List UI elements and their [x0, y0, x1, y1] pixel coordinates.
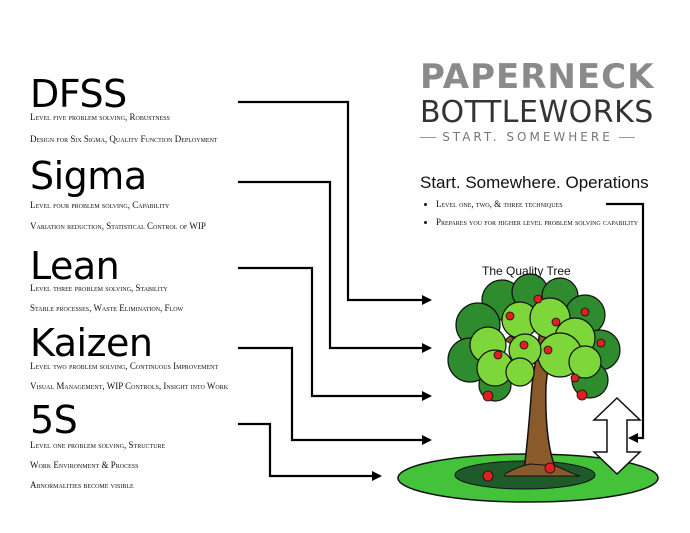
arrow-5s [238, 422, 382, 481]
level-title: 5S [30, 398, 78, 442]
level-desc-1: Level five problem solving, Robustness [30, 112, 170, 122]
level-title: Sigma [30, 154, 147, 198]
level-desc-1: Level four problem solving, Capability [30, 200, 170, 210]
arrow-operations [606, 202, 645, 443]
arrow-lean [238, 266, 432, 401]
level-dfss: DFSS Level five problem solving, Robustn… [30, 74, 218, 144]
tagline-rule-left [420, 136, 437, 138]
operations-heading: Start. Somewhere. Operations [420, 173, 649, 192]
arrow-dfss [238, 100, 432, 305]
level-lean: Lean Level three problem solving, Stabil… [30, 246, 183, 313]
tagline-rule-right [618, 136, 635, 138]
level-desc-1: Level one problem solving, Structure [30, 440, 166, 450]
tree-apples [482, 294, 606, 482]
operations-bullet: Prepares you for higher level problem so… [436, 217, 660, 228]
level-title: DFSS [30, 72, 127, 116]
level-desc-2: Variation reduction, Statistical Control… [30, 221, 206, 231]
level-5s: 5S Level one problem solving, Structure … [30, 400, 165, 490]
level-title: Kaizen [30, 321, 153, 365]
level-title: Lean [30, 244, 120, 288]
level-desc-3: Abnormalities become visible [30, 480, 134, 490]
double-arrow-icon [592, 396, 642, 476]
level-desc-2: Visual Management, WIP Controls, Insight… [30, 381, 229, 391]
level-desc-1: Level two problem solving, Continuous Im… [30, 361, 219, 371]
arrow-kaizen [238, 346, 432, 445]
operations-bullet: Level one, two, & three techniques [436, 199, 660, 210]
level-desc-2: Design for Six Sigma, Quality Function D… [30, 134, 218, 144]
operations-box: Start. Somewhere. Operations Level one, … [420, 173, 660, 235]
level-kaizen: Kaizen Level two problem solving, Contin… [30, 323, 228, 391]
level-desc-1: Level three problem solving, Stability [30, 283, 168, 293]
level-desc-2: Work Environment & Process [30, 460, 139, 470]
tagline-text: START. SOMEWHERE [442, 130, 613, 144]
tree-root [504, 463, 581, 477]
tree-foliage-front [469, 297, 602, 387]
operations-bullets: Level one, two, & three techniques Prepa… [420, 199, 660, 228]
quality-tree-title: The Quality Tree [482, 264, 571, 278]
brand-line-1: PAPERNECK [420, 57, 655, 97]
brand-tagline: START. SOMEWHERE [420, 130, 635, 144]
arrow-sigma [238, 180, 432, 353]
level-desc-2: Stable processes, Waste Elimination, Flo… [30, 303, 184, 313]
level-sigma: Sigma Level four problem solving, Capabi… [30, 156, 206, 231]
brand-line-2: BOTTLEWORKS [420, 95, 654, 130]
connector-arrows [238, 100, 645, 481]
brand-logo: PAPERNECK BOTTLEWORKS START. SOMEWHERE [420, 57, 655, 144]
